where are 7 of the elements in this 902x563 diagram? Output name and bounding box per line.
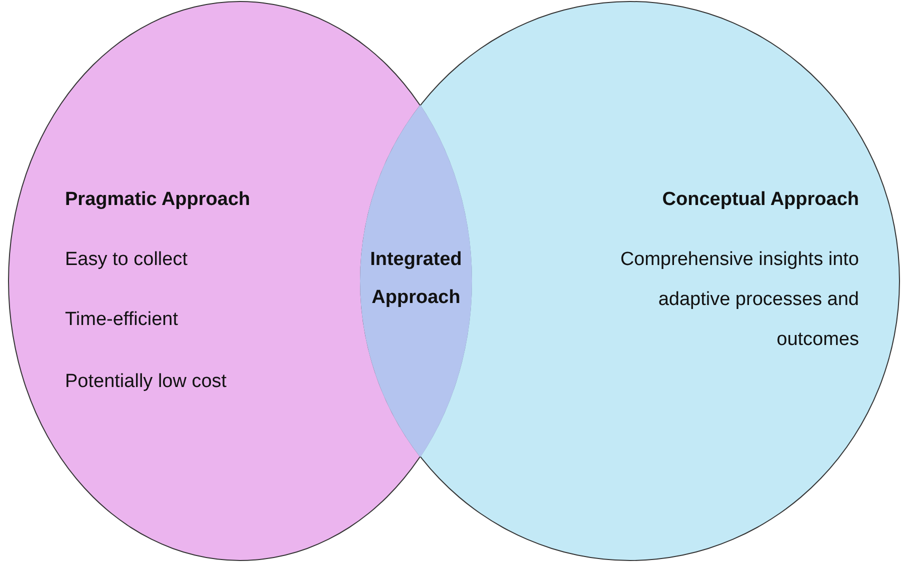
description: Easy to collect <box>65 248 188 272</box>
heading: Integrated Approach <box>369 248 463 310</box>
description: Comprehensive insights into adaptive processes and outcomes <box>619 248 859 352</box>
description: Time-efficient <box>65 308 179 332</box>
heading: Pragmatic Approach <box>65 188 252 212</box>
heading: Conceptual Approach <box>661 188 859 212</box>
description: Potentially low cost <box>65 370 228 394</box>
